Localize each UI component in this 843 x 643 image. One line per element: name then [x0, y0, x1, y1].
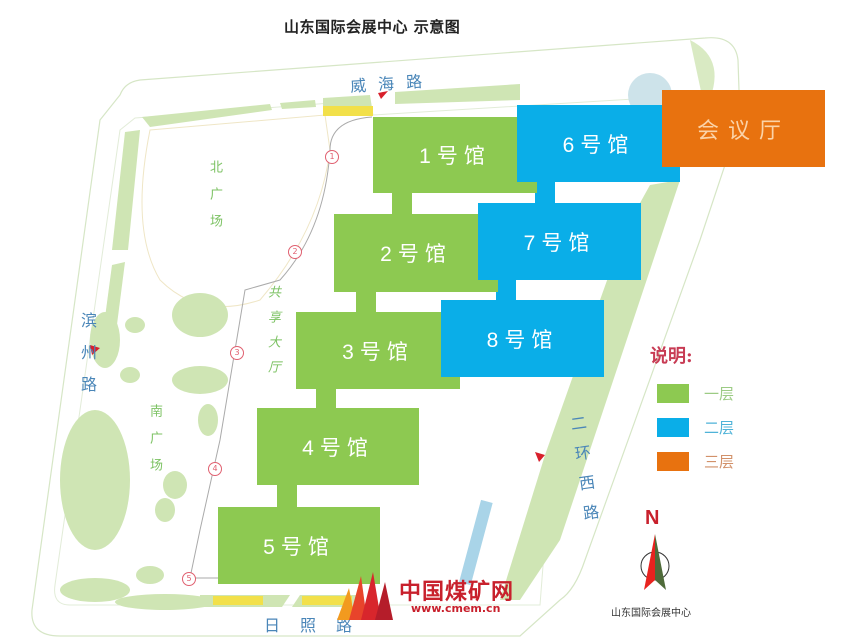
- route-marker-3: 3: [230, 346, 244, 360]
- legend-item-floor3: 三层: [657, 451, 734, 472]
- legend-swatch-floor3: [657, 452, 689, 471]
- hall-7-label: 7号馆: [523, 231, 596, 255]
- connector-1-2: [392, 190, 412, 216]
- hall-5[interactable]: 5号馆: [218, 507, 380, 584]
- legend-swatch-floor2: [657, 418, 689, 437]
- connector-2-3: [356, 290, 376, 314]
- connector-7-8: [496, 278, 516, 302]
- hall-8-label: 8号馆: [486, 328, 559, 352]
- hall-2-label: 2号馆: [380, 243, 452, 266]
- route-marker-4: 4: [208, 462, 222, 476]
- conference-hall-label: 会议厅: [696, 117, 790, 143]
- legend-label-floor3: 三层: [704, 453, 735, 471]
- road-west-label: 滨州路: [78, 312, 97, 408]
- legend-label-floor2: 二层: [704, 419, 735, 437]
- connector-4-5: [277, 484, 297, 508]
- route-marker-1: 1: [325, 150, 339, 164]
- legend-item-floor1: 一层: [657, 383, 734, 404]
- hall-1-label: 1号馆: [419, 145, 491, 168]
- compass-north-label: N: [645, 507, 660, 529]
- hall-6-label: 6号馆: [562, 133, 635, 157]
- hall-3-label: 3号馆: [342, 340, 414, 364]
- legend-swatch-floor1: [657, 384, 689, 403]
- route-marker-5: 5: [182, 572, 196, 586]
- hall-2[interactable]: 2号馆: [334, 214, 498, 292]
- hall-4[interactable]: 4号馆: [257, 408, 419, 485]
- south-plaza-text: 南广场: [147, 404, 162, 485]
- map-title: 山东国际会展中心 示意图: [284, 18, 461, 36]
- legend-label-floor1: 一层: [704, 385, 735, 403]
- connector-6-7: [535, 180, 555, 206]
- road-west: 滨州路: [75, 312, 97, 424]
- shared-hall-label: 共享大厅: [263, 285, 282, 399]
- hall-1[interactable]: 1号馆: [373, 117, 537, 193]
- south-plaza-label: 南广场: [145, 404, 164, 499]
- hall-5-label: 5号馆: [263, 535, 335, 559]
- north-plaza-label: 北广场: [205, 160, 224, 255]
- hall-7[interactable]: 7号馆: [478, 203, 641, 280]
- hall-8[interactable]: 8号馆: [441, 300, 604, 377]
- hall-6[interactable]: 6号馆: [517, 105, 680, 182]
- hall-3[interactable]: 3号馆: [296, 312, 460, 389]
- compass-icon: [640, 534, 670, 590]
- legend-item-floor2: 二层: [657, 417, 734, 438]
- watermark-name: 中国煤矿网: [399, 580, 515, 605]
- compass-caption: 山东国际会展中心: [611, 608, 691, 619]
- watermark-url: www.cmem.cn: [411, 602, 501, 615]
- connector-3-4: [316, 386, 336, 410]
- north-plaza-text: 北广场: [207, 160, 222, 241]
- watermark-logo-icon: [337, 572, 393, 620]
- shared-hall-text: 共享大厅: [265, 285, 280, 385]
- legend-title: 说明:: [650, 346, 693, 367]
- hall-4-label: 4号馆: [302, 436, 374, 460]
- conference-hall[interactable]: 会议厅: [662, 90, 825, 167]
- route-marker-2: 2: [288, 245, 302, 259]
- road-south: 日照路: [264, 616, 373, 635]
